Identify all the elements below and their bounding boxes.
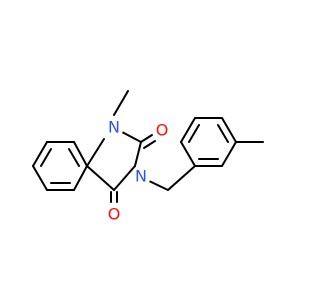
bond-n1-methyl — [113, 90, 129, 116]
atom-n3-label: N — [135, 167, 147, 186]
bond-n3-ch2 — [146, 179, 169, 191]
atom-n3: N — [131, 166, 151, 186]
atom-n1: N — [104, 117, 124, 137]
bond-n1-c2 — [121, 131, 142, 143]
atom-o4: O — [104, 204, 124, 224]
bond-c4-c4a — [86, 165, 115, 191]
bond-c7-c6 — [32, 165, 48, 191]
bond-tol-c1-c2 — [180, 141, 196, 167]
bond-tol-c2-c3-inner — [188, 124, 200, 143]
bond-c4a-c8a — [73, 141, 88, 167]
bond-layer — [32, 90, 264, 203]
bond-tol-c4-c5-inner — [217, 124, 229, 143]
bond-c5-c4a — [73, 165, 88, 191]
bond-tol-c4-c5 — [221, 117, 237, 143]
bond-c8-c7 — [32, 141, 48, 167]
bond-c8-c7-inner — [40, 148, 52, 167]
structure-diagram: N O N O — [32, 90, 264, 224]
bond-n3-c4 — [113, 165, 136, 191]
atom-o2: O — [152, 120, 172, 140]
bond-tol-c2-c3 — [180, 117, 196, 143]
bond-c8a-n1 — [86, 138, 105, 167]
atom-n1-label: N — [108, 118, 120, 137]
bond-tol-c5-c6 — [221, 141, 237, 167]
bond-c2-o2-a — [140, 134, 153, 143]
atom-o2-label: O — [156, 121, 169, 140]
bond-c2-n3 — [134, 141, 142, 167]
bond-c4a-c8a-inner — [68, 148, 80, 167]
bond-ch2-aryl — [167, 165, 196, 191]
bond-c2-o2-b — [143, 140, 156, 149]
atom-label-layer: N O N O — [104, 117, 172, 224]
atom-o4-label: O — [108, 205, 121, 224]
